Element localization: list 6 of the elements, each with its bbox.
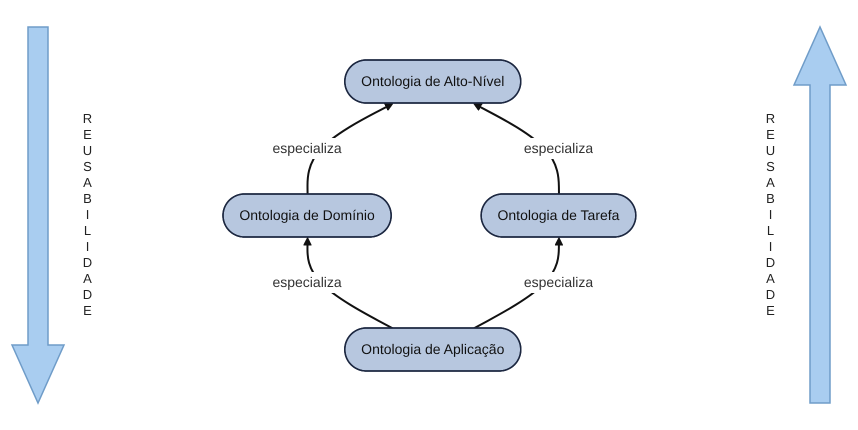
edge-label: especializa (523, 139, 593, 156)
edge-label: especializa (272, 273, 342, 290)
axis-label: REUSABILIDADE (763, 111, 778, 319)
edge-label: especializa (523, 273, 593, 290)
axis-label: REUSABILIDADE (80, 111, 95, 319)
edge-label: especializa (272, 139, 342, 156)
